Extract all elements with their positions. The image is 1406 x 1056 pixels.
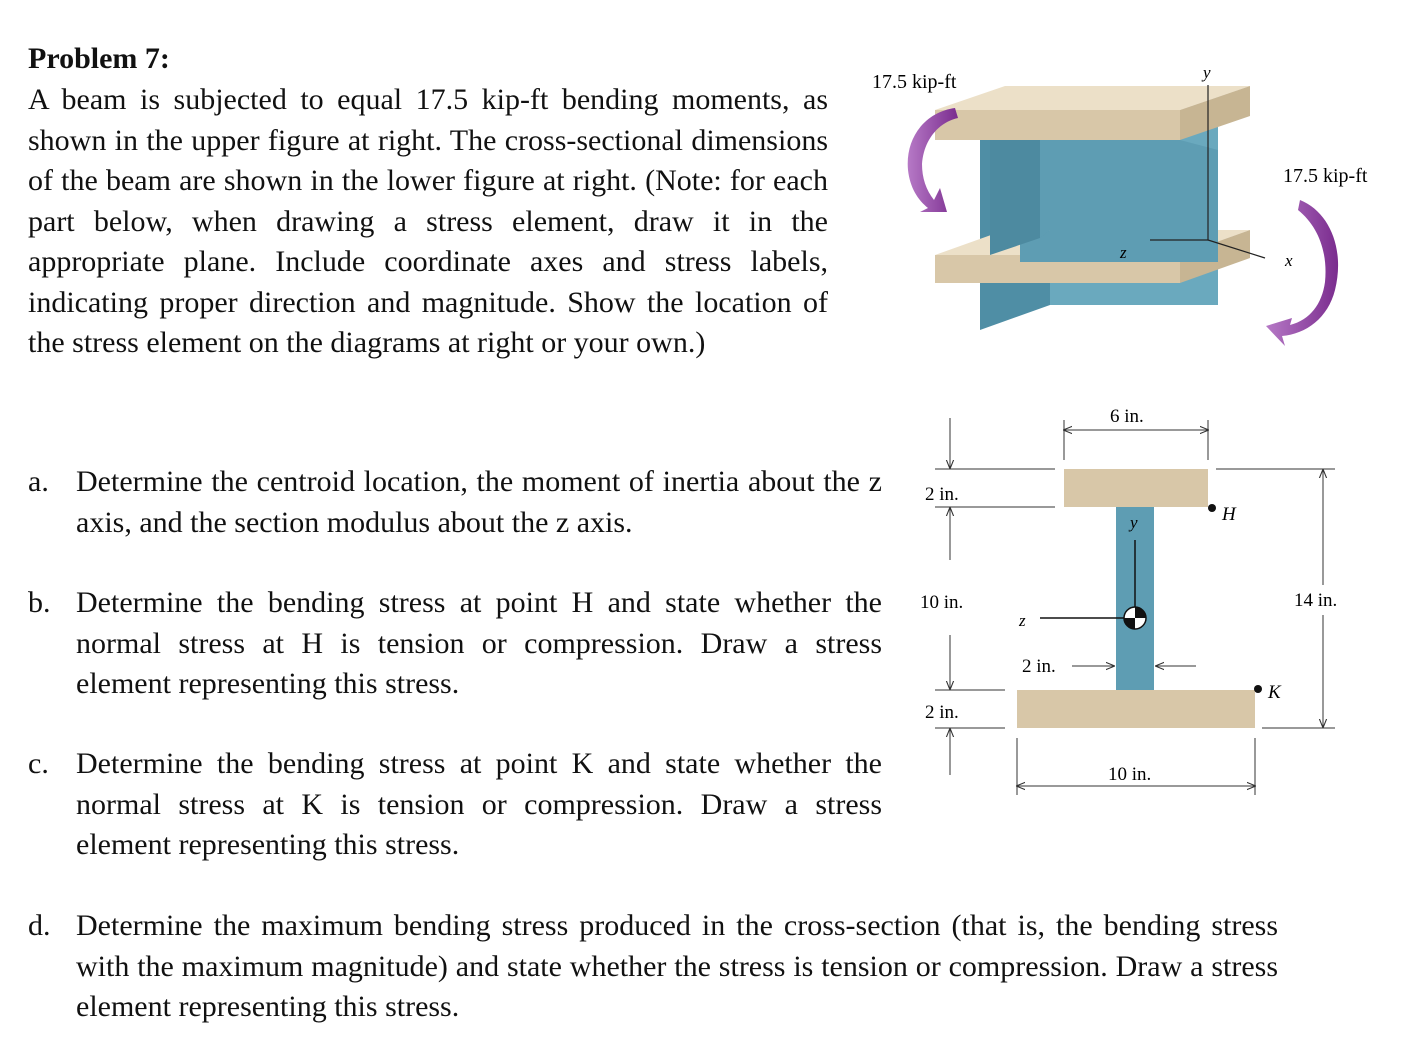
part-c: c. Determine the bending stress at point… (28, 744, 882, 866)
point-h-marker (1208, 504, 1216, 512)
section-axis-y-label: y (1128, 513, 1138, 532)
centroid-icon (1123, 606, 1147, 630)
part-a: a. Determine the centroid location, the … (28, 462, 882, 543)
problem-title: Problem 7: (28, 42, 170, 75)
moment-right: 17.5 kip-ft (1266, 165, 1368, 346)
part-d-letter: d. (28, 909, 51, 942)
part-b-text: Determine the bending stress at point H … (76, 586, 882, 700)
moment-left-arrow (907, 108, 958, 212)
bottom-flange (1017, 690, 1255, 728)
dim-web-height-label: 10 in. (920, 592, 963, 613)
point-k-marker (1254, 685, 1262, 693)
axis-x-label: x (1284, 251, 1293, 270)
axis-y-label: y (1201, 63, 1211, 82)
dim-top-width-label: 6 in. (1110, 406, 1144, 427)
part-c-letter: c. (28, 747, 49, 780)
part-a-letter: a. (28, 465, 49, 498)
top-flange-top (935, 86, 1250, 110)
moment-right-arrow (1266, 200, 1339, 346)
part-b: b. Determine the bending stress at point… (28, 583, 882, 705)
point-k-label: K (1267, 682, 1282, 703)
part-d: d. Determine the maximum bending stress … (28, 906, 1278, 1028)
point-h-label: H (1221, 504, 1237, 525)
part-a-text: Determine the centroid location, the mom… (76, 465, 882, 539)
top-flange (1064, 469, 1208, 507)
part-d-text: Determine the maximum bending stress pro… (76, 909, 1278, 1023)
axis-x-line (1207, 239, 1266, 259)
dim-bottom-width-label: 10 in. (1108, 764, 1151, 785)
moment-right-label: 17.5 kip-ft (1283, 165, 1368, 187)
top-flange-side (1180, 86, 1250, 140)
beam-web-mid (1040, 140, 1218, 238)
dim-total-height-label: 14 in. (1294, 590, 1337, 611)
axis-z-label: z (1119, 243, 1127, 262)
beam-web-lower-front (1020, 230, 1218, 262)
dim-bottom-thickness-label: 2 in. (925, 702, 959, 723)
section-axis-z-label: z (1018, 611, 1026, 630)
beam-3d-figure: y z x 17.5 kip-ft 17.5 kip-ft (872, 63, 1368, 346)
part-c-text: Determine the bending stress at point K … (76, 747, 882, 861)
beam-web-left-shade (990, 140, 1040, 255)
top-flange-front (935, 110, 1180, 140)
part-b-letter: b. (28, 586, 51, 619)
moment-left: 17.5 kip-ft (872, 71, 958, 212)
web (1116, 507, 1154, 690)
problem-intro: A beam is subjected to equal 17.5 kip-ft… (28, 83, 828, 359)
beam-3d: y z x (935, 63, 1293, 330)
dim-top-thickness-label: 2 in. (925, 484, 959, 505)
dim-web-width-label: 2 in. (1022, 656, 1056, 677)
cross-section: y z H K 6 in. 2 in. 10 in. 2 in. 2 in. (920, 406, 1337, 795)
moment-left-label: 17.5 kip-ft (872, 71, 957, 93)
